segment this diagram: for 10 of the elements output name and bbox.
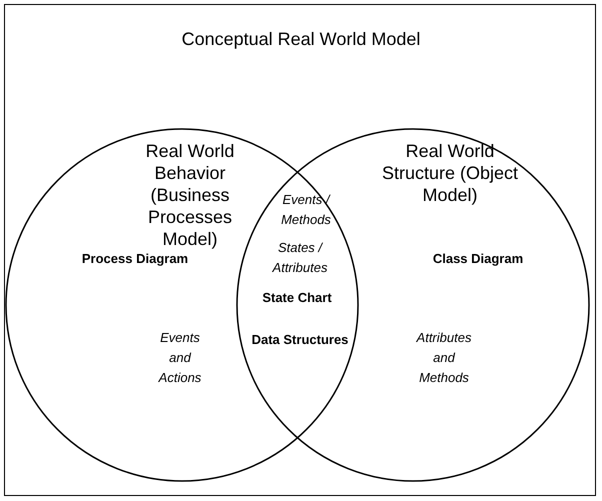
description-text: Attributes and Methods	[415, 329, 472, 387]
description-text: Events and Actions	[157, 329, 202, 387]
overlap-label: Data Structures	[252, 332, 348, 348]
circle-heading: Real World Structure (Object Model)	[380, 140, 520, 206]
overlap-text: States / Attributes	[271, 239, 328, 277]
circle-heading: Real World Behavior (Business Processes Model)	[144, 140, 236, 250]
diagram-title: Conceptual Real World Model	[182, 28, 420, 50]
diagram-type-label: Class Diagram	[432, 251, 524, 267]
overlap-label: State Chart	[262, 290, 332, 306]
diagram-type-label: Process Diagram	[82, 251, 188, 267]
